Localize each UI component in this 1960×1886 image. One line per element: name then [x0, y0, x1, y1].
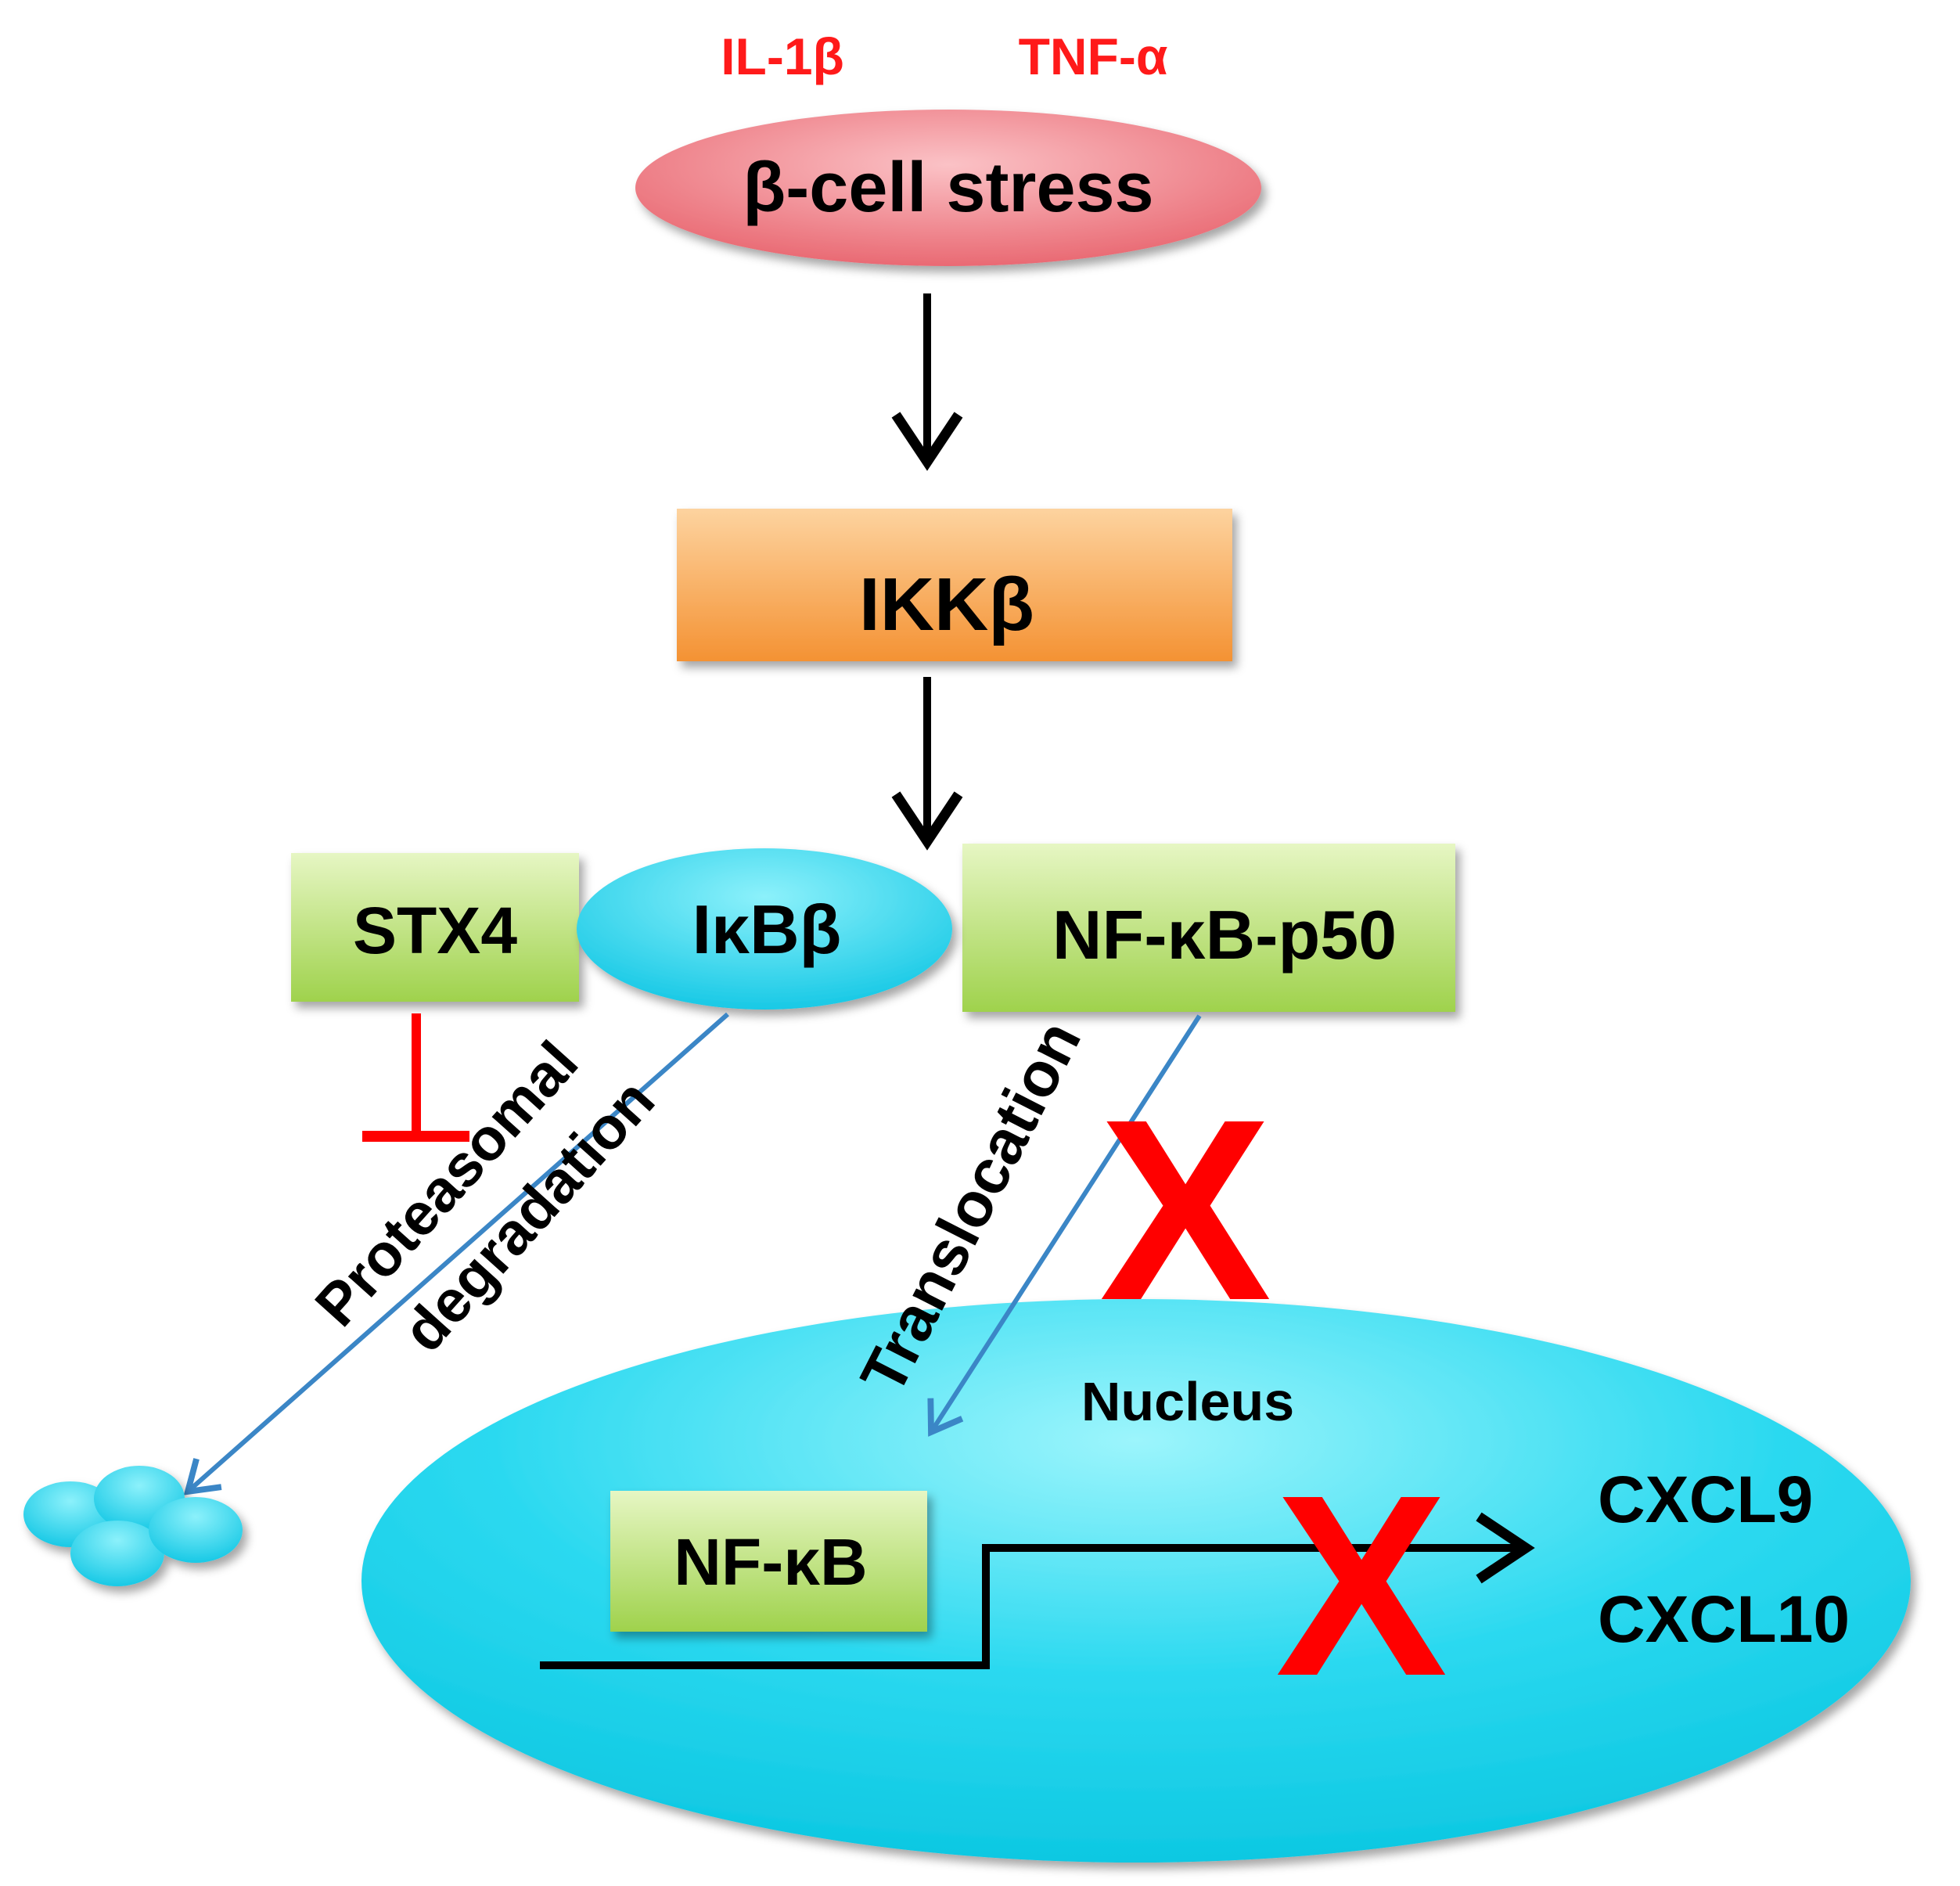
ikk-beta-node — [677, 509, 1232, 661]
stimulus-il1b: IL-1β — [721, 27, 844, 85]
proteasome-subunit — [149, 1497, 243, 1563]
ikb-beta-node — [577, 848, 952, 1010]
gene-cxcl10: CXCL10 — [1598, 1582, 1850, 1656]
proteasome-subunit — [70, 1521, 164, 1586]
transcription-arrow — [540, 1512, 1535, 1669]
degradation-arrow — [183, 1012, 729, 1495]
stx4-node — [291, 853, 579, 1002]
nfkb-p50-label: NF-κB-p50 — [1052, 896, 1397, 974]
nfkb-p50-node — [962, 844, 1455, 1012]
ikb-beta-label: IκBβ — [692, 891, 842, 968]
nfkb-node — [610, 1491, 927, 1632]
nucleus-label: Nucleus — [1081, 1371, 1294, 1432]
gene-cxcl9: CXCL9 — [1598, 1463, 1813, 1536]
ikk-beta-label: IKKβ — [859, 563, 1034, 646]
nfkb-label: NF-κB — [674, 1525, 867, 1599]
translocation-arrow — [927, 1014, 1202, 1437]
beta-cell-stress-node — [635, 110, 1261, 266]
beta-cell-stress-label: β-cell stress — [743, 149, 1153, 227]
nucleus-node — [361, 1299, 1911, 1863]
stx4-label: STX4 — [353, 894, 517, 967]
stimulus-tnfa: TNF-α — [1019, 27, 1168, 85]
blocked-transcription-mark: X — [1275, 1441, 1449, 1729]
blocked-translocation-mark: X — [1099, 1065, 1273, 1354]
proteasome-cluster — [23, 1466, 243, 1586]
